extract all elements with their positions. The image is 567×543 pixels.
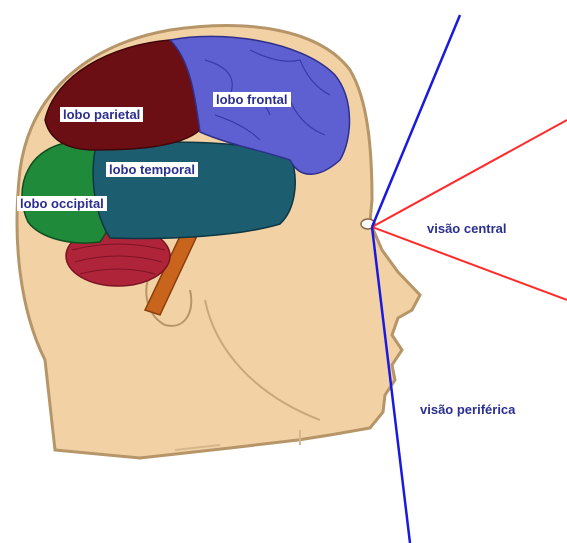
- label-lobo-parietal: lobo parietal: [60, 107, 143, 122]
- label-lobo-temporal: lobo temporal: [106, 162, 198, 177]
- label-lobo-frontal: lobo frontal: [213, 92, 291, 107]
- label-lobo-occipital: lobo occipital: [17, 196, 107, 211]
- label-visao-central: visão central: [427, 221, 507, 236]
- peripheral-vision-line-upper: [372, 15, 460, 227]
- parietal-lobe: [45, 40, 201, 150]
- temporal-lobe: [93, 142, 295, 238]
- label-visao-periferica: visão periférica: [420, 402, 515, 417]
- central-vision-line-upper: [372, 120, 567, 227]
